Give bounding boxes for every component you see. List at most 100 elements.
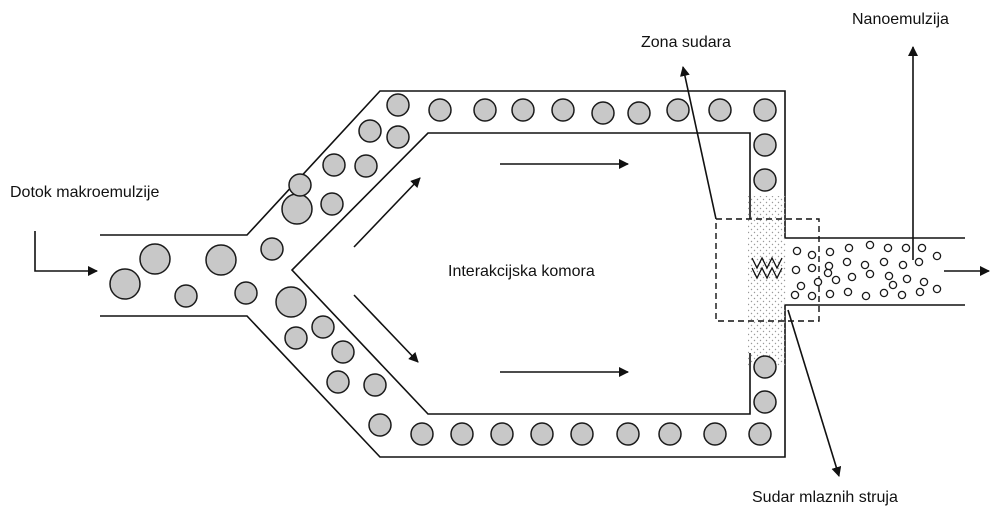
nano-droplet bbox=[831, 275, 841, 285]
droplet bbox=[331, 340, 355, 364]
nano-droplet bbox=[915, 287, 925, 297]
droplet bbox=[386, 93, 410, 117]
nano-droplet bbox=[790, 290, 800, 300]
droplet bbox=[450, 422, 474, 446]
jet-collision-label: Sudar mlaznih struja bbox=[752, 489, 898, 506]
collision-zone-pointer bbox=[680, 66, 717, 220]
macroemulsion-droplets bbox=[109, 93, 777, 446]
nano-droplet bbox=[932, 251, 942, 261]
collision-zone-box bbox=[715, 218, 820, 322]
jet-collision-pointer bbox=[787, 309, 842, 477]
droplet bbox=[627, 101, 651, 125]
droplet bbox=[234, 281, 258, 305]
nano-droplet bbox=[807, 263, 817, 273]
nano-droplet bbox=[824, 261, 834, 271]
droplet bbox=[753, 98, 777, 122]
droplet bbox=[703, 422, 727, 446]
droplet bbox=[666, 98, 690, 122]
outflow-label: Nanoemulzija bbox=[852, 11, 949, 28]
droplet bbox=[473, 98, 497, 122]
outer-wall-lower bbox=[100, 304, 965, 458]
droplet bbox=[753, 133, 777, 157]
collision-stipple-area bbox=[748, 196, 786, 366]
nano-droplet bbox=[897, 290, 907, 300]
nano-droplet bbox=[825, 247, 835, 257]
nano-droplet bbox=[861, 291, 871, 301]
droplet bbox=[109, 268, 141, 300]
chamber-arrow-lower-diag bbox=[353, 294, 419, 363]
droplet bbox=[284, 326, 308, 350]
nano-droplet bbox=[865, 269, 875, 279]
nano-droplet bbox=[792, 246, 802, 256]
droplet bbox=[591, 101, 615, 125]
droplet bbox=[174, 284, 198, 308]
droplet bbox=[358, 119, 382, 143]
droplet bbox=[326, 370, 350, 394]
nano-droplet bbox=[807, 291, 817, 301]
droplet bbox=[260, 237, 284, 261]
inflow-arrow bbox=[34, 231, 98, 276]
droplet bbox=[748, 422, 772, 446]
flow-arrows bbox=[34, 46, 990, 477]
droplet bbox=[281, 193, 313, 225]
channel-walls bbox=[100, 90, 965, 458]
droplet bbox=[753, 390, 777, 414]
droplet bbox=[428, 98, 452, 122]
chamber-label: Interakcijska komora bbox=[448, 263, 595, 280]
droplet bbox=[753, 355, 777, 379]
nano-droplet bbox=[901, 243, 911, 253]
droplet bbox=[570, 422, 594, 446]
nano-droplet bbox=[847, 272, 857, 282]
chamber-arrow-upper-diag bbox=[353, 177, 421, 248]
droplet bbox=[320, 192, 344, 216]
nano-droplet bbox=[917, 243, 927, 253]
chamber-inner-wall bbox=[290, 132, 751, 415]
droplet bbox=[386, 125, 410, 149]
nano-droplet bbox=[888, 280, 898, 290]
nanoemulsion-droplets bbox=[790, 240, 942, 301]
droplet bbox=[753, 168, 777, 192]
droplet bbox=[410, 422, 434, 446]
outer-wall bbox=[100, 90, 965, 239]
nano-droplet bbox=[823, 268, 833, 278]
nano-droplet bbox=[842, 257, 852, 267]
inflow-label: Dotok makroemulzije bbox=[10, 184, 159, 201]
droplet bbox=[322, 153, 346, 177]
nano-droplet bbox=[813, 277, 823, 287]
nano-droplet bbox=[860, 260, 870, 270]
droplet bbox=[616, 422, 640, 446]
nano-droplet bbox=[879, 257, 889, 267]
nano-droplet bbox=[919, 277, 929, 287]
droplet bbox=[658, 422, 682, 446]
droplet bbox=[205, 244, 237, 276]
nano-droplet bbox=[844, 243, 854, 253]
nano-droplet bbox=[898, 260, 908, 270]
nano-droplet bbox=[865, 240, 875, 250]
droplet bbox=[363, 373, 387, 397]
nano-droplet bbox=[843, 287, 853, 297]
droplet bbox=[708, 98, 732, 122]
nano-droplet bbox=[825, 289, 835, 299]
droplet bbox=[490, 422, 514, 446]
nano-droplet bbox=[807, 250, 817, 260]
droplet bbox=[311, 315, 335, 339]
nano-droplet bbox=[791, 265, 801, 275]
droplet bbox=[288, 173, 312, 197]
jet-collision-zigzag bbox=[751, 256, 783, 280]
droplet bbox=[368, 413, 392, 437]
droplet bbox=[354, 154, 378, 178]
droplet bbox=[551, 98, 575, 122]
nano-droplet bbox=[914, 257, 924, 267]
nano-droplet bbox=[902, 274, 912, 284]
nano-droplet bbox=[879, 288, 889, 298]
nano-droplet bbox=[883, 243, 893, 253]
droplet bbox=[511, 98, 535, 122]
nano-droplet bbox=[884, 271, 894, 281]
nano-droplet bbox=[796, 281, 806, 291]
nano-droplet bbox=[932, 284, 942, 294]
collision-zone-label: Zona sudara bbox=[641, 34, 731, 51]
droplet bbox=[530, 422, 554, 446]
droplet bbox=[275, 286, 307, 318]
droplet bbox=[139, 243, 171, 275]
